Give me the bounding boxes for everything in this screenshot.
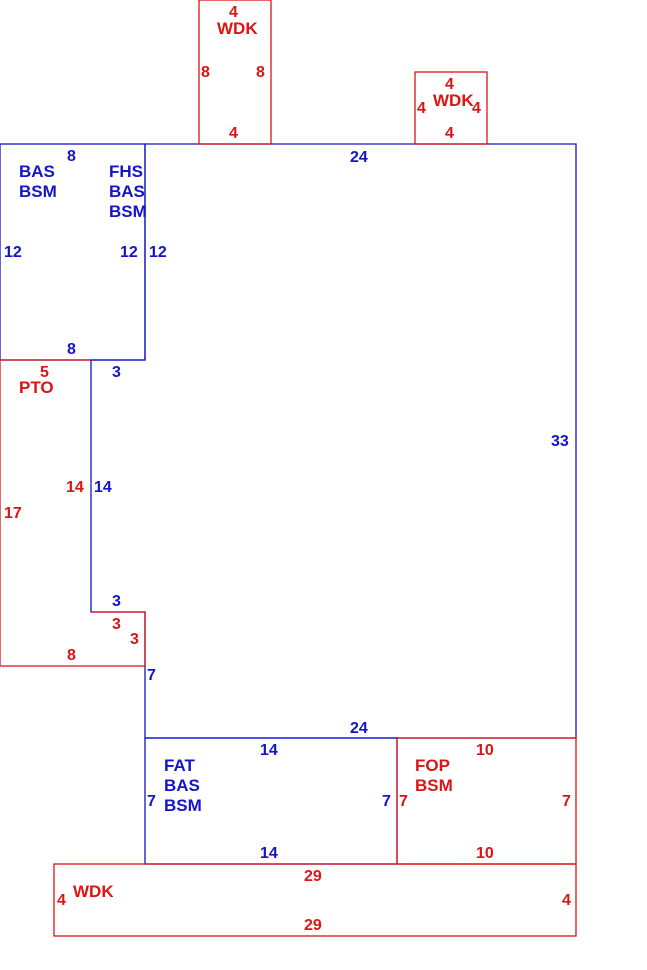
wdk-right-area: 4 WDK 4 4 4 xyxy=(417,76,481,142)
wdk-top-outline xyxy=(198,0,272,145)
fhs-dim-inner: 12 xyxy=(120,244,138,261)
fat-dim-bottom: 14 xyxy=(260,845,278,862)
fhs-label-2: BAS xyxy=(109,182,145,201)
bas-left-label-2: BSM xyxy=(19,182,57,201)
main-dim-bottom: 24 xyxy=(350,720,368,737)
wdk-right-dim-bottom: 4 xyxy=(445,125,454,142)
pto-dim-inner: 14 xyxy=(66,479,84,496)
wdk-top-area: 4 WDK 8 8 4 xyxy=(201,4,265,142)
fat-dim-right: 7 xyxy=(382,793,391,810)
main-dim-notch-bottom: 3 xyxy=(112,593,121,610)
fop-dim-top: 10 xyxy=(476,742,494,759)
wdk-top-dim-right: 8 xyxy=(256,64,265,81)
wdk-right-outline xyxy=(414,71,488,145)
wdk-top-dim-bottom: 4 xyxy=(229,125,238,142)
fhs-label-3: BSM xyxy=(109,202,147,221)
bas-left-area: 8 BAS BSM 12 8 xyxy=(4,148,76,358)
main-dim-top: 24 xyxy=(350,149,368,166)
wdk-bottom-label: WDK xyxy=(73,882,114,901)
fhs-label-1: FHS xyxy=(109,162,143,181)
bas-left-dim-left: 12 xyxy=(4,244,22,261)
pto-label: PTO xyxy=(19,378,54,397)
wdk-right-dim-top: 4 xyxy=(445,76,454,93)
main-dim-left-lower: 7 xyxy=(147,667,156,684)
pto-dim-notch-top: 3 xyxy=(112,616,121,633)
wdk-top-dim-left: 8 xyxy=(201,64,210,81)
fat-label-2: BAS xyxy=(164,776,200,795)
wdk-bottom-dim-right: 4 xyxy=(562,892,571,909)
wdk-bottom-area: 29 WDK 4 4 29 xyxy=(57,868,571,934)
fat-dim-top: 14 xyxy=(260,742,278,759)
fat-area: 14 FAT BAS BSM 7 7 14 xyxy=(147,742,391,862)
main-dim-notch-top: 3 xyxy=(112,364,121,381)
pto-dim-top: 5 xyxy=(40,364,49,381)
wdk-top-dim-top: 4 xyxy=(229,4,238,21)
fop-dim-bottom: 10 xyxy=(476,845,494,862)
main-dim-right: 33 xyxy=(551,433,569,450)
wdk-bottom-dim-top: 29 xyxy=(304,868,322,885)
fat-label-3: BSM xyxy=(164,796,202,815)
pto-area: 5 PTO 14 17 3 3 8 xyxy=(4,364,139,664)
bas-left-dim-bottom: 8 xyxy=(67,341,76,358)
main-dim-notch-side: 14 xyxy=(94,479,112,496)
fat-dim-left: 7 xyxy=(147,793,156,810)
wdk-bottom-dim-left: 4 xyxy=(57,892,66,909)
fhs-dim-outer: 12 xyxy=(149,244,167,261)
wdk-right-dim-right: 4 xyxy=(472,100,481,117)
wdk-bottom-outline xyxy=(53,863,577,937)
fop-dim-left: 7 xyxy=(399,793,408,810)
fhs-area: FHS BAS BSM 12 12 xyxy=(109,162,167,261)
wdk-top-label: WDK xyxy=(217,19,258,38)
main-house-outline xyxy=(90,143,577,739)
bas-left-label-1: BAS xyxy=(19,162,55,181)
fop-dim-right: 7 xyxy=(562,793,571,810)
pto-dim-left: 17 xyxy=(4,505,22,522)
fat-label-1: FAT xyxy=(164,756,195,775)
fop-label-2: BSM xyxy=(415,776,453,795)
wdk-right-label: WDK xyxy=(433,91,474,110)
exterior-area-outlines xyxy=(0,0,577,937)
wdk-right-dim-left: 4 xyxy=(417,100,426,117)
fop-area: 10 FOP BSM 7 7 10 xyxy=(399,742,571,862)
pto-dim-notch-side: 3 xyxy=(130,631,139,648)
pto-dim-bottom: 8 xyxy=(67,647,76,664)
main-house-dims: 24 33 24 7 3 3 14 xyxy=(94,149,569,737)
bas-left-dim-top: 8 xyxy=(67,148,76,165)
fop-label-1: FOP xyxy=(415,756,450,775)
pto-outline xyxy=(0,359,146,667)
wdk-bottom-dim-bottom: 29 xyxy=(304,917,322,934)
